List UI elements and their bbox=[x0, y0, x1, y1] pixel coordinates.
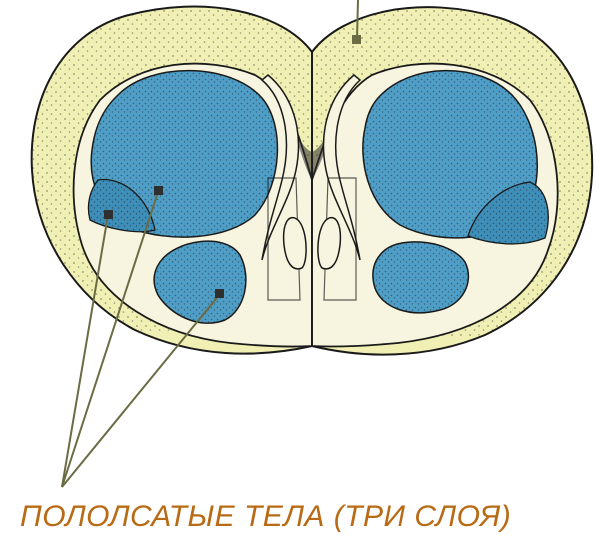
top-pointer-dot bbox=[352, 35, 361, 44]
top-pointer-line bbox=[357, 0, 358, 38]
caption-label: ПОЛОЛСАТЫЕ ТЕЛА (ТРИ СЛОЯ) bbox=[20, 499, 600, 535]
pointer-dot-2 bbox=[154, 186, 163, 195]
pointer-dot-3 bbox=[215, 289, 224, 298]
pointer-dot-1 bbox=[104, 210, 113, 219]
